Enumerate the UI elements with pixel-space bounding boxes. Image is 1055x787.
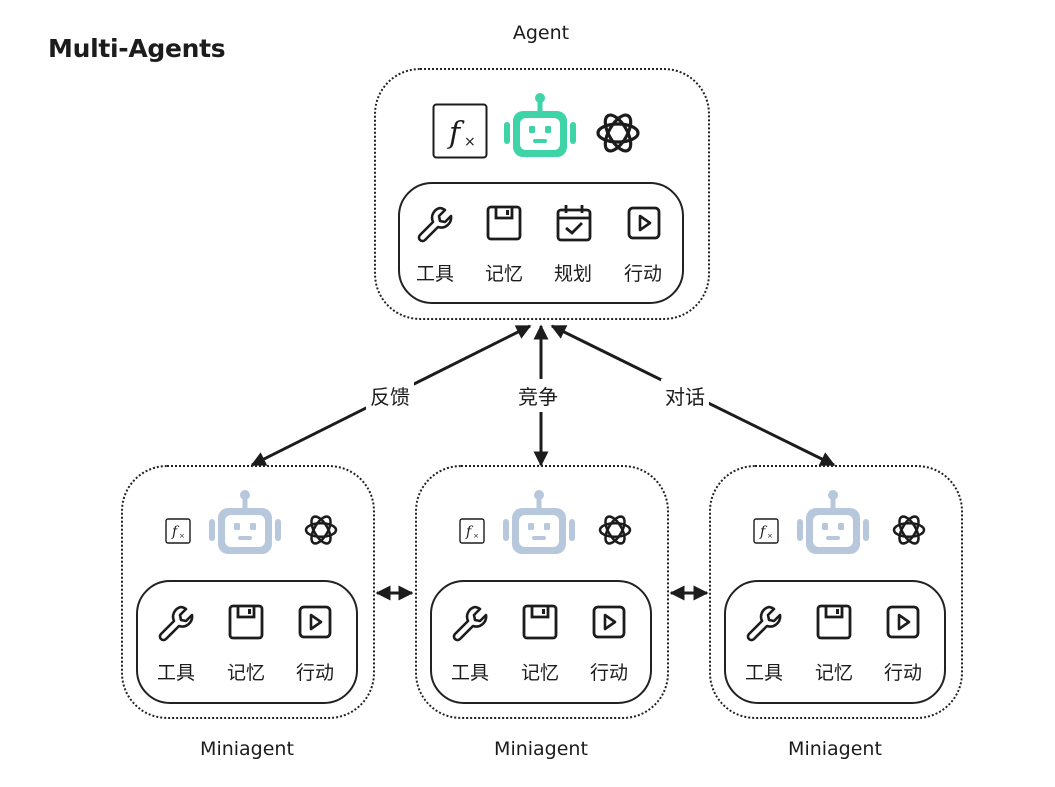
- function-icon: f ×: [459, 518, 485, 544]
- svg-text:f: f: [171, 524, 180, 540]
- agent-box: [374, 68, 710, 320]
- wrench-icon: [746, 605, 782, 642]
- svg-text:×: ×: [464, 134, 476, 150]
- module-label: 行动: [589, 662, 628, 684]
- function-icon: f ×: [432, 103, 488, 159]
- wrench-icon: [158, 605, 194, 642]
- module-label: 记忆: [484, 263, 523, 285]
- miniagent-caption: Miniagent: [494, 738, 588, 760]
- robot-icon: [504, 93, 576, 157]
- module-label: 工具: [744, 662, 783, 684]
- save-icon: [522, 604, 558, 640]
- svg-text:f: f: [759, 524, 768, 540]
- agent-modules-panel: [398, 182, 684, 304]
- function-icon: f ×: [753, 518, 779, 544]
- play-icon: [592, 605, 626, 639]
- calendar-check-icon: [556, 205, 592, 242]
- module-label: 行动: [883, 662, 922, 684]
- module-label: 记忆: [226, 662, 265, 684]
- module-label: 工具: [450, 662, 489, 684]
- save-icon: [816, 604, 852, 640]
- miniagent-box: [121, 465, 375, 719]
- svg-text:×: ×: [179, 532, 185, 540]
- openai-icon: [596, 113, 640, 153]
- page-title: Multi-Agents: [48, 34, 226, 63]
- miniagent-modules-panel: [136, 580, 358, 704]
- openai-icon: [598, 515, 632, 545]
- svg-text:f: f: [465, 524, 474, 540]
- save-icon: [486, 205, 522, 241]
- svg-text:×: ×: [473, 532, 479, 540]
- miniagent-box: [709, 465, 963, 719]
- play-icon: [298, 605, 332, 639]
- openai-icon: [892, 515, 926, 545]
- module-label: 规划: [553, 263, 592, 285]
- wrench-icon: [452, 605, 488, 642]
- agent-caption: Agent: [512, 22, 570, 44]
- module-label: 记忆: [520, 662, 559, 684]
- robot-icon: [797, 490, 869, 554]
- function-icon: f ×: [165, 518, 191, 544]
- edge-label-dialogue: 对话: [661, 379, 709, 412]
- module-label: 记忆: [814, 662, 853, 684]
- miniagent-modules-panel: [724, 580, 946, 704]
- miniagent-box: [415, 465, 669, 719]
- wrench-icon: [417, 206, 453, 243]
- miniagent-caption: Miniagent: [200, 738, 294, 760]
- module-label: 工具: [415, 263, 454, 285]
- miniagent-caption: Miniagent: [788, 738, 882, 760]
- edge-label-feedback: 反馈: [366, 379, 414, 412]
- svg-text:×: ×: [767, 532, 773, 540]
- play-icon: [886, 605, 920, 639]
- svg-text:f: f: [447, 116, 465, 151]
- edge-label-competition: 竞争: [514, 379, 562, 412]
- miniagent-modules-panel: [430, 580, 652, 704]
- robot-icon: [209, 490, 281, 554]
- play-icon: [627, 206, 661, 240]
- module-label: 行动: [295, 662, 334, 684]
- robot-icon: [503, 490, 575, 554]
- openai-icon: [304, 515, 338, 545]
- save-icon: [228, 604, 264, 640]
- module-label: 行动: [623, 263, 662, 285]
- module-label: 工具: [156, 662, 195, 684]
